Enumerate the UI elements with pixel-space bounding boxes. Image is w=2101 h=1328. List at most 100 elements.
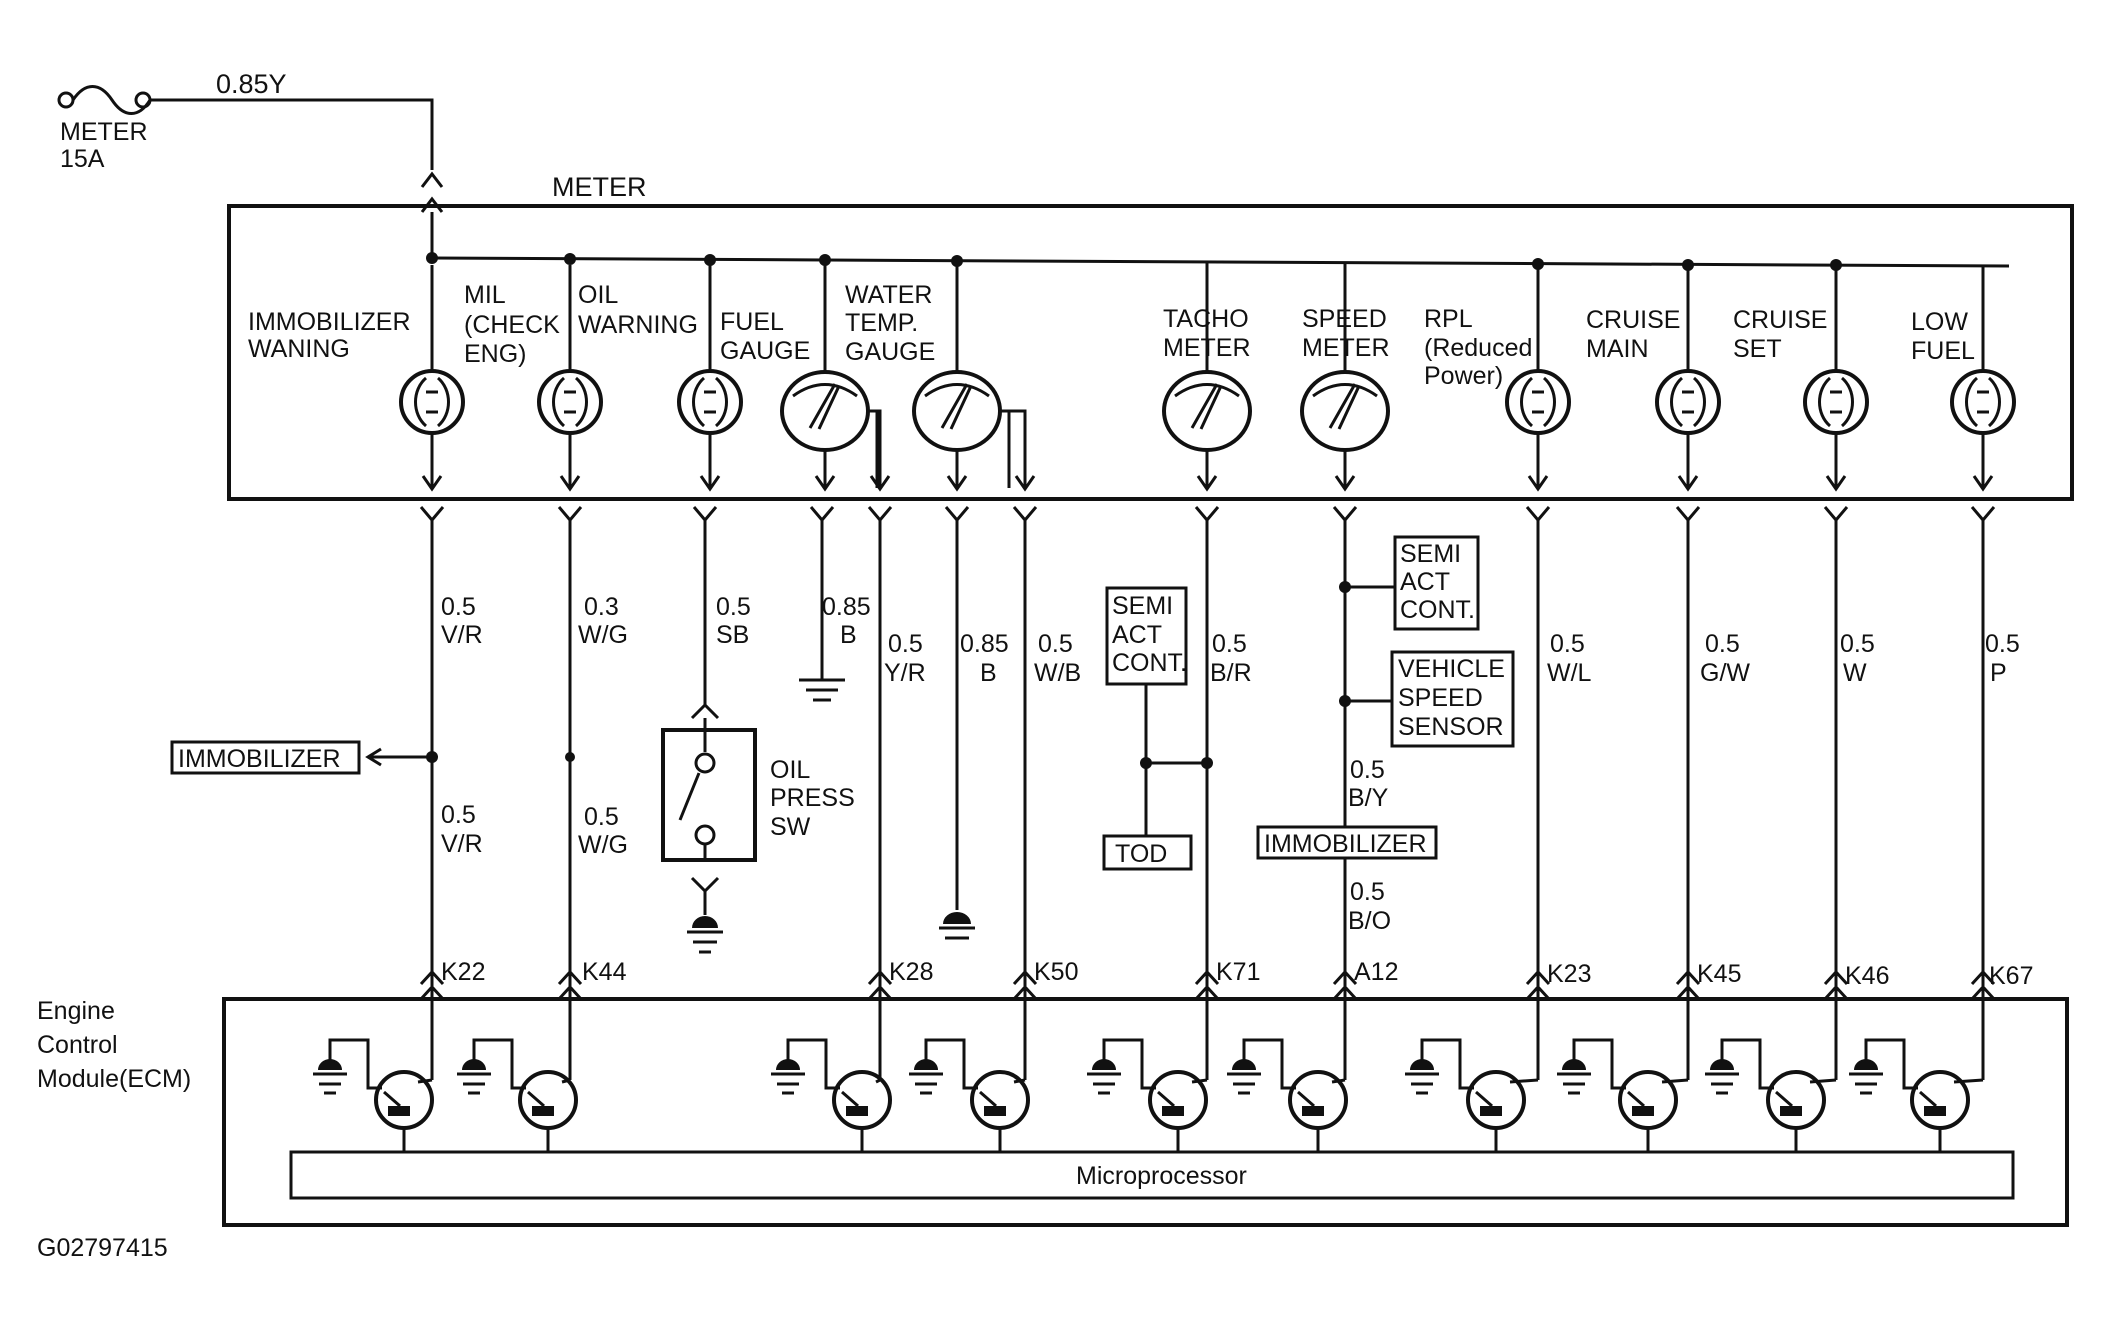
svg-text:B: B xyxy=(980,659,997,687)
transistor-9-icon xyxy=(1705,1038,1837,1152)
svg-text:0.5: 0.5 xyxy=(1212,630,1247,658)
svg-text:W/G: W/G xyxy=(578,831,628,859)
svg-text:0.5: 0.5 xyxy=(1840,630,1875,658)
label-low-fuel: LOW FUEL xyxy=(1911,308,1975,365)
svg-text:SET: SET xyxy=(1733,335,1782,363)
gauge-speed-icon xyxy=(1300,262,1390,492)
pin-K23: K23 xyxy=(1547,960,1591,988)
wire-label-temp-gnd: 0.85 B xyxy=(960,630,1009,687)
gauge-signal-taps xyxy=(868,409,1036,492)
gauge-tacho-icon xyxy=(1162,262,1252,492)
lamp-immobilizer-icon xyxy=(399,265,465,492)
transistor-6-icon xyxy=(1227,1038,1348,1152)
fuse-rating: 15A xyxy=(60,145,105,173)
pin-K44: K44 xyxy=(582,958,627,986)
wire-label-cruise-main: 0.5 G/W xyxy=(1700,630,1750,687)
transistor-3-icon xyxy=(771,1038,892,1152)
lamp-low-fuel-icon xyxy=(1950,265,2016,492)
wire-mil xyxy=(557,506,583,1080)
wire-label-immo-b: 0.5 V/R xyxy=(441,801,483,858)
svg-text:OIL: OIL xyxy=(770,756,810,784)
svg-text:SPEED: SPEED xyxy=(1398,684,1483,712)
svg-text:WARNING: WARNING xyxy=(578,311,698,339)
svg-text:ENG): ENG) xyxy=(464,340,527,368)
wire-cruise-set xyxy=(1823,506,1849,1080)
wire-temp-signal xyxy=(1012,506,1038,1080)
transistor-4-icon xyxy=(909,1038,1030,1152)
wire-label-temp-sig: 0.5 W/B xyxy=(1034,630,1081,687)
svg-text:(Reduced: (Reduced xyxy=(1424,334,1532,362)
svg-text:SEMI: SEMI xyxy=(1400,540,1461,568)
wire-label-immo-a: 0.5 V/R xyxy=(441,593,483,649)
svg-text:0.5: 0.5 xyxy=(1705,630,1740,658)
svg-text:(CHECK: (CHECK xyxy=(464,311,560,339)
pin-K22: K22 xyxy=(441,958,485,986)
svg-text:CONT.: CONT. xyxy=(1400,596,1475,624)
wire-label-low-fuel: 0.5 P xyxy=(1985,630,2020,687)
wire-tacho xyxy=(1194,506,1220,1080)
pin-K46: K46 xyxy=(1845,962,1889,990)
svg-text:CRUISE: CRUISE xyxy=(1586,306,1680,334)
svg-text:0.5: 0.5 xyxy=(441,593,476,621)
fuse-wire-label: 0.85Y xyxy=(216,69,287,99)
wire-speed xyxy=(1332,506,1358,1080)
svg-text:SENSOR: SENSOR xyxy=(1398,713,1504,741)
fuse-symbol xyxy=(57,85,434,170)
svg-text:Control: Control xyxy=(37,1031,118,1059)
transistor-7-icon xyxy=(1405,1038,1539,1152)
lamp-cruise-set-icon xyxy=(1803,265,1869,492)
ecm-label: Engine Control Module(ECM) xyxy=(37,997,191,1093)
svg-text:Module(ECM): Module(ECM) xyxy=(37,1065,191,1093)
label-fuel-gauge: FUEL GAUGE xyxy=(720,308,810,365)
meter-box xyxy=(227,204,2074,501)
microprocessor-label: Microprocessor xyxy=(1076,1162,1247,1190)
ecm-transistors xyxy=(313,1038,1984,1152)
svg-text:0.5: 0.5 xyxy=(1350,878,1385,906)
svg-text:MIL: MIL xyxy=(464,281,506,309)
pin-labels: K22 K44 K28 K50 K71 A12 K23 K45 K46 K67 xyxy=(441,958,2033,990)
pin-K67: K67 xyxy=(1989,962,2033,990)
wire-label-oil: 0.5 SB xyxy=(716,593,751,649)
svg-text:GAUGE: GAUGE xyxy=(845,338,935,366)
pin-K71: K71 xyxy=(1216,958,1260,986)
lamp-oil-warning-icon xyxy=(677,265,743,492)
wire-fuel-signal xyxy=(867,506,893,1080)
lamp-cruise-main-icon xyxy=(1655,265,1721,492)
fuse-name: METER xyxy=(60,118,148,146)
svg-text:GAUGE: GAUGE xyxy=(720,337,810,365)
svg-text:0.85: 0.85 xyxy=(960,630,1009,658)
svg-text:Power): Power) xyxy=(1424,362,1503,390)
wire-label-mil-b: 0.5 W/G xyxy=(578,803,628,859)
oil-press-switch: OIL PRESS SW xyxy=(661,702,855,954)
svg-text:VEHICLE: VEHICLE xyxy=(1398,655,1505,683)
svg-text:W/G: W/G xyxy=(578,621,628,649)
svg-text:0.5: 0.5 xyxy=(1985,630,2020,658)
svg-text:B/O: B/O xyxy=(1348,907,1391,935)
indicator-lamps xyxy=(399,265,2016,492)
svg-text:IMMOBILIZER: IMMOBILIZER xyxy=(1264,830,1427,858)
bus-junctions xyxy=(426,252,1842,271)
wire-rpl xyxy=(1525,506,1551,1080)
wire-label-mil-a: 0.3 W/G xyxy=(578,593,628,649)
svg-text:IMMOBILIZER: IMMOBILIZER xyxy=(248,308,411,336)
svg-text:ACT: ACT xyxy=(1400,568,1450,596)
ecm-box xyxy=(222,997,2069,1227)
svg-text:0.85: 0.85 xyxy=(822,593,871,621)
svg-text:TEMP.: TEMP. xyxy=(845,309,918,337)
wire-fuel-ground xyxy=(799,506,845,702)
svg-text:SEMI: SEMI xyxy=(1112,592,1173,620)
pin-K50: K50 xyxy=(1034,958,1078,986)
pin-K28: K28 xyxy=(889,958,933,986)
svg-text:ACT: ACT xyxy=(1112,621,1162,649)
svg-text:Y/R: Y/R xyxy=(884,659,926,687)
svg-text:TOD: TOD xyxy=(1115,840,1167,868)
svg-text:MAIN: MAIN xyxy=(1586,335,1649,363)
svg-text:FUEL: FUEL xyxy=(720,308,784,336)
pin-A12: A12 xyxy=(1354,958,1398,986)
svg-text:Engine: Engine xyxy=(37,997,115,1025)
wire-label-rpl: 0.5 W/L xyxy=(1547,630,1592,687)
svg-text:0.5: 0.5 xyxy=(584,803,619,831)
tod-box: TOD xyxy=(1102,834,1193,871)
lamp-rpl-icon xyxy=(1505,265,1571,492)
